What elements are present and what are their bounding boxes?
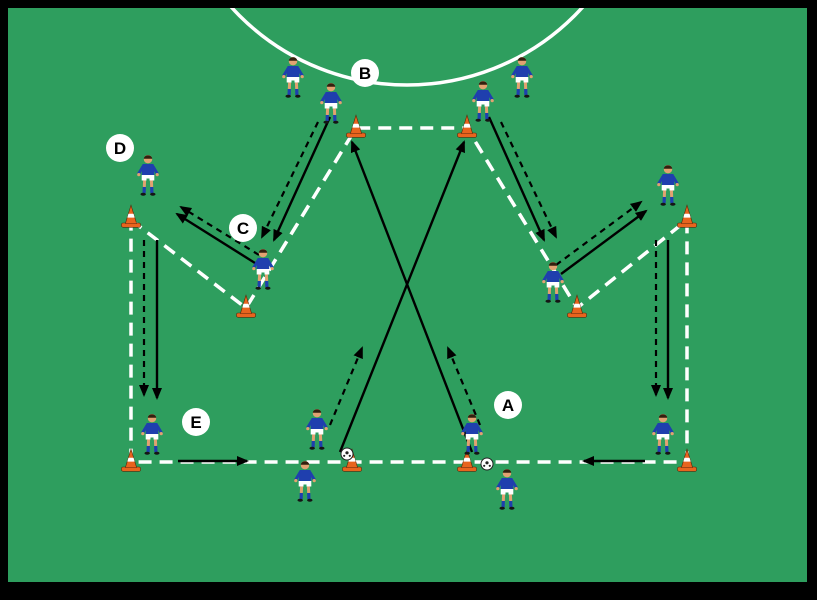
penalty-arc-layer	[229, 8, 585, 87]
position-label-e: E	[182, 408, 210, 436]
pass-arrow	[272, 116, 332, 242]
run-arrow	[328, 346, 364, 426]
label-text: C	[237, 219, 249, 238]
label-text: A	[502, 396, 514, 415]
label-circle	[106, 134, 134, 162]
label-circle	[494, 391, 522, 419]
label-text: B	[359, 64, 371, 83]
run-arrow	[555, 200, 643, 266]
soccer-ball	[480, 457, 494, 471]
pass-arrow	[338, 140, 466, 453]
label-circle	[182, 408, 210, 436]
label-text: E	[190, 413, 201, 432]
position-label-c: C	[229, 214, 257, 242]
soccer-ball	[340, 447, 354, 461]
pass-arrow	[487, 116, 546, 242]
pass-arrow	[175, 212, 256, 265]
pass-arrow	[350, 140, 474, 453]
label-text: D	[114, 139, 126, 158]
position-label-d: D	[106, 134, 134, 162]
arrows-layer	[139, 116, 673, 466]
position-label-a: A	[494, 391, 522, 419]
run-arrow	[179, 205, 260, 256]
penalty-arc	[229, 8, 585, 87]
label-circle	[229, 214, 257, 242]
labels-layer: B D C A E	[106, 59, 522, 436]
pass-arrow	[560, 209, 648, 275]
field-background	[8, 8, 807, 582]
label-circle	[351, 59, 379, 87]
position-label-b: B	[351, 59, 379, 87]
run-arrow	[446, 346, 482, 426]
